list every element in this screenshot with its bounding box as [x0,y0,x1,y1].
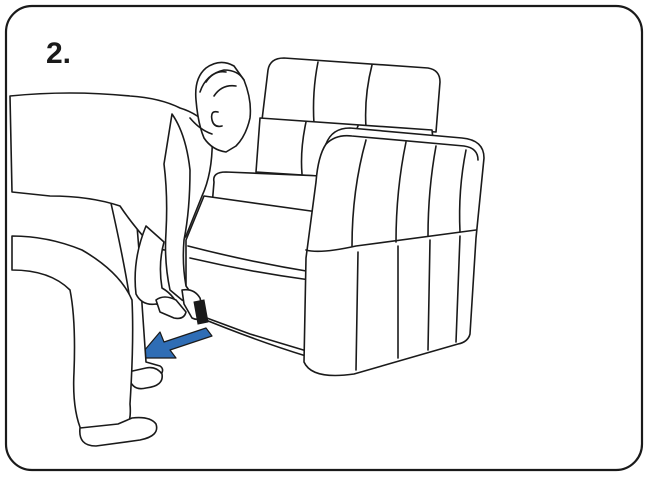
armchair-arm [303,127,485,377]
person-bending [9,61,252,447]
pull-direction-arrow [137,327,213,359]
step-number: 2. [46,37,72,70]
person-rear-shoe [127,366,163,390]
arm-seam [427,145,437,237]
person-collar [189,117,213,135]
arm-seam [351,139,367,247]
person-head [194,61,252,153]
person-hand [155,296,187,320]
arm-top-edge [325,134,479,161]
base-panel-line [187,245,313,273]
person-torso [9,92,214,251]
base-panel-line [189,257,311,281]
person-ear [210,110,223,128]
armchair-backrest [261,57,441,133]
arm-seam [458,149,467,233]
arm-lower-seam [427,239,431,351]
cushion-seam [300,121,307,175]
person-hair [205,70,227,83]
backrest-seam [364,64,373,129]
pull-strap [193,299,209,325]
armchair [185,57,485,377]
arm-mid-line [305,229,477,253]
person-hair [199,69,245,93]
arm-seam [395,141,407,243]
backrest-seam [312,61,319,125]
person-front-shoe [79,416,158,447]
person-hair [213,84,237,97]
arm-lower-seam [455,235,461,343]
arm-lower-seam [355,251,359,371]
